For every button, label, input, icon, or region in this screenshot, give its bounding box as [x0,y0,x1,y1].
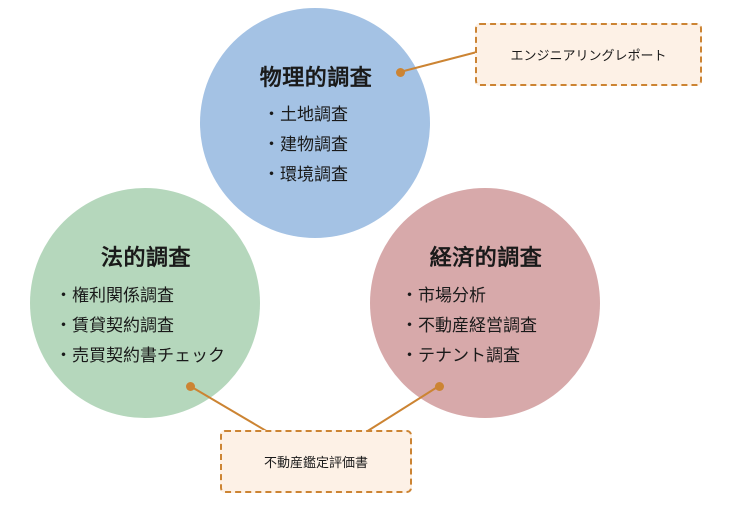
economic-survey-list: 市場分析 不動産経営調査 テナント調査 [401,281,537,371]
physical-survey-title: 物理的調査 [259,66,373,91]
legal-connector-dot [186,382,195,391]
physical-connector-dot [396,68,405,77]
list-item: 不動産経営調査 [401,311,537,341]
list-item: 市場分析 [401,281,537,311]
list-item: 環境調査 [263,160,348,190]
physical-survey-list: 土地調査 建物調査 環境調査 [263,100,348,190]
engineering-report-label: エンジニアリングレポート [510,49,667,64]
list-item: テナント調査 [401,341,537,371]
appraisal-report-callout: 不動産鑑定評価書 [220,430,412,493]
list-item: 権利関係調査 [55,281,225,311]
appraisal-report-label: 不動産鑑定評価書 [263,456,368,471]
legal-survey-title: 法的調査 [100,246,192,271]
economic-survey-title: 経済的調査 [429,246,543,271]
connector-economic-to-appraisal [365,385,440,433]
list-item: 土地調査 [263,100,348,130]
list-item: 売買契約書チェック [55,341,225,371]
connector-physical-to-engineering [399,51,478,73]
economic-connector-dot [435,382,444,391]
list-item: 賃貸契約調査 [55,311,225,341]
engineering-report-callout: エンジニアリングレポート [475,23,702,86]
connector-legal-to-appraisal [189,385,269,433]
legal-survey-list: 権利関係調査 賃貸契約調査 売買契約書チェック [55,281,225,371]
list-item: 建物調査 [263,130,348,160]
